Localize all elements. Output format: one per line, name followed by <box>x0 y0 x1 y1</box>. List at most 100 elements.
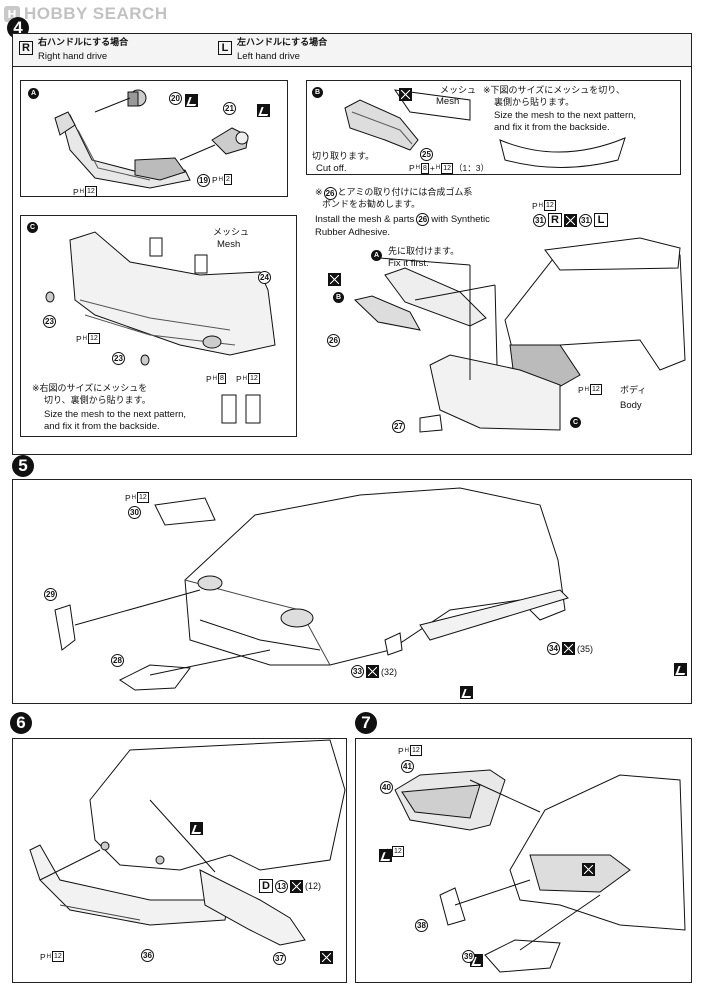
step-4-header <box>13 34 691 67</box>
panel-a-label: A <box>28 88 39 99</box>
panel-b-note-en-1: Size the mesh to the next pattern, <box>494 110 637 121</box>
part-36-badge: 36 <box>141 949 154 962</box>
part-37-badge: 37 <box>273 952 286 965</box>
part-25-badge: 25 <box>420 148 433 161</box>
part-30-badge: 30 <box>128 506 141 519</box>
step6-paint-ref-12-value: 12 <box>52 951 64 962</box>
d-icon: D <box>259 879 273 893</box>
body-label-jp: ボディ <box>620 386 647 396</box>
lhd-label-en: Left hand drive <box>237 51 300 62</box>
adhesive-note-jp-1: ※ 26 とアミの取り付けには合成ゴム系 <box>315 187 472 200</box>
part-26-inline-badge: 26 <box>323 187 337 200</box>
rhd-label-jp: 右ハンドルにする場合 <box>38 38 129 48</box>
part-23-badge: 23 <box>112 352 125 365</box>
panel-c-note-jp-1: ※右図のサイズにメッシュを <box>32 384 148 394</box>
panel-b-note-jp-1: ※下図のサイズにメッシュを切り、 <box>483 86 625 96</box>
marker-a: A <box>371 250 382 261</box>
fix-first-en: Fix it first. <box>388 258 429 269</box>
glue-icon <box>460 686 474 699</box>
paint-ref-2-value: 2 <box>224 174 232 185</box>
adhesive-note-en-1b: with Synthetic <box>431 213 490 225</box>
paint-ref-r-12-value: 12 <box>544 200 556 211</box>
part-31-row: 31 R 31 L <box>533 213 608 227</box>
paint-ref-r-12b-value: 12 <box>590 384 602 395</box>
paint-ref-12-value: 12 <box>85 186 97 197</box>
panel-b-drawing <box>344 89 626 168</box>
panel-b-cut-en: Cut off. <box>316 163 347 174</box>
panel-a-drawing <box>54 89 249 189</box>
step7-paint-ref-12b-value: 12 <box>392 846 404 857</box>
part-34-badge: 34 <box>547 642 560 655</box>
cut-icon <box>319 951 333 964</box>
cut-icon <box>366 665 379 678</box>
part-35-label: (35) <box>577 643 594 654</box>
step-6-number: 6 <box>10 712 32 734</box>
step-4-frame <box>12 33 692 455</box>
panel-c-note-en-1: Size the mesh to the next pattern, <box>44 409 187 420</box>
step5-paint-ref-12-value: 12 <box>137 492 149 503</box>
formula-pre: 8 <box>421 162 429 174</box>
part-19-badge: 19 <box>197 174 210 187</box>
formula-mid: 12 <box>441 162 454 174</box>
step-7-number: 7 <box>355 712 377 734</box>
rhd-icon: R <box>19 41 33 55</box>
part-13-badge: 13 <box>275 879 288 893</box>
part-21-badge: 21 <box>223 102 236 115</box>
panel-c-frame <box>20 215 297 437</box>
fix-first-jp: 先に取付けます。 <box>388 247 460 257</box>
panel-c-note-jp-2: 切り、裏側から貼ります。 <box>44 396 151 406</box>
cut-icon <box>399 88 413 101</box>
part-12-label: (12) <box>305 881 322 891</box>
panel-b-mesh-jp: メッシュ <box>440 86 477 96</box>
part-13-row: D 13 (12) <box>259 879 321 893</box>
panel-b-mesh-en: Mesh <box>436 96 460 107</box>
panel-b-cut-jp: 切り取ります。 <box>312 152 375 162</box>
part-26-inline-badge: 26 <box>416 213 430 226</box>
panel-b-note-jp-2: 裏側から貼ります。 <box>494 98 575 108</box>
glue-icon <box>257 104 271 117</box>
step-7-frame <box>355 738 692 983</box>
step6-car-drawing <box>29 739 346 946</box>
part-32-label: (32) <box>381 666 398 677</box>
lhd-icon: L <box>218 41 232 55</box>
adhesive-note-jp-2: ボンドをお勧めします。 <box>322 200 421 210</box>
part-28-badge: 28 <box>111 654 124 667</box>
panel-c-note-en-2: and fix it from the backside. <box>44 421 160 432</box>
step4-car-drawing <box>353 237 686 433</box>
part-26-badge: 26 <box>327 334 340 347</box>
panel-a-frame <box>20 80 288 197</box>
rhd-small-icon: R <box>548 213 562 227</box>
step5-car-drawing <box>54 487 569 691</box>
part-31-badge: 31 <box>533 213 546 227</box>
lhd-label-jp: 左ハンドルにする場合 <box>237 38 328 48</box>
step-5-frame <box>12 479 692 704</box>
part-23-badge: 23 <box>43 315 56 328</box>
part-20-badge: 20 <box>169 92 182 105</box>
body-label-en: Body <box>620 400 642 411</box>
hobby-search-logo: H HOBBY SEARCH <box>4 3 168 25</box>
glue-icon <box>378 849 392 862</box>
panel-c-label: C <box>27 222 38 233</box>
panel-c-mesh-jp: メッシュ <box>213 228 250 238</box>
hobby-search-logo-text: HOBBY SEARCH <box>24 4 168 23</box>
part-41-badge: 41 <box>401 760 414 773</box>
part-29-badge: 29 <box>44 588 57 601</box>
part-31-badge: 31 <box>579 213 592 227</box>
adhesive-note-jp-1b: とアミの取り付けには合成ゴム系 <box>337 188 473 198</box>
panel-c-mesh-en: Mesh <box>217 239 241 250</box>
adhesive-note-en-1a: Install the mesh & parts <box>315 213 415 225</box>
glue-icon <box>673 663 687 676</box>
panel-b-label: B <box>312 87 323 98</box>
step-6-frame <box>12 738 347 983</box>
panel-b-note-en-2: and fix it from the backside. <box>494 122 610 133</box>
